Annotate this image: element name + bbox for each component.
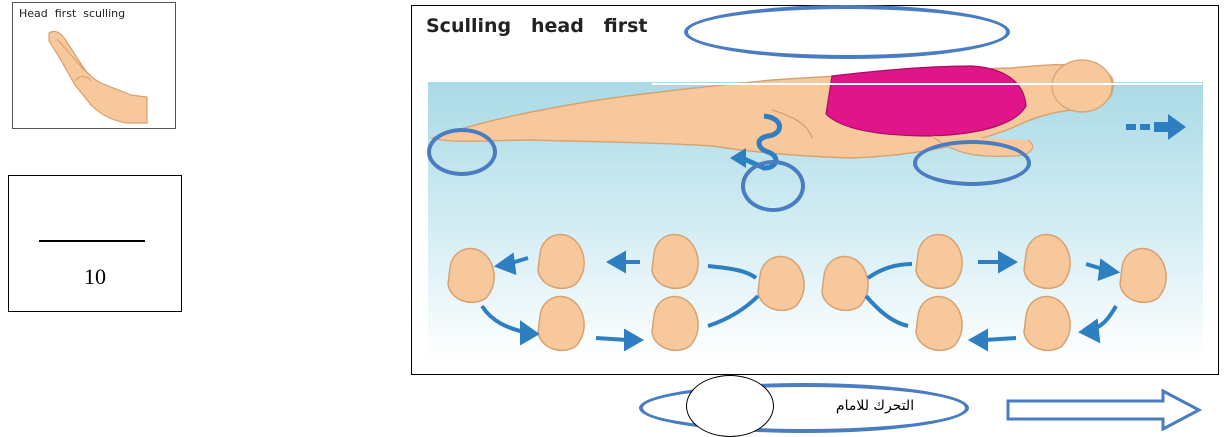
pointing-hand-icon [35,23,155,127]
thumbnail-card: Head first sculling [12,2,176,129]
blank-ellipse-top[interactable] [684,5,1010,59]
sculling-figure: Sculling head first [411,5,1219,375]
blank-circle-hand[interactable] [741,160,805,212]
score-blank-line [39,240,145,242]
score-denominator: 10 [9,264,181,290]
thumbnail-title: Head first sculling [19,7,125,20]
swimmer-illustration [412,6,1217,373]
blank-ellipse-body[interactable] [913,140,1031,186]
blank-ellipse-feet[interactable] [427,128,497,176]
answer-label: التحرك للامام [810,398,940,414]
figure-title: Sculling head first [426,15,648,37]
score-box: 10 [8,175,182,312]
right-outline-arrow-icon [1005,388,1203,432]
answer-circle[interactable] [686,375,774,437]
